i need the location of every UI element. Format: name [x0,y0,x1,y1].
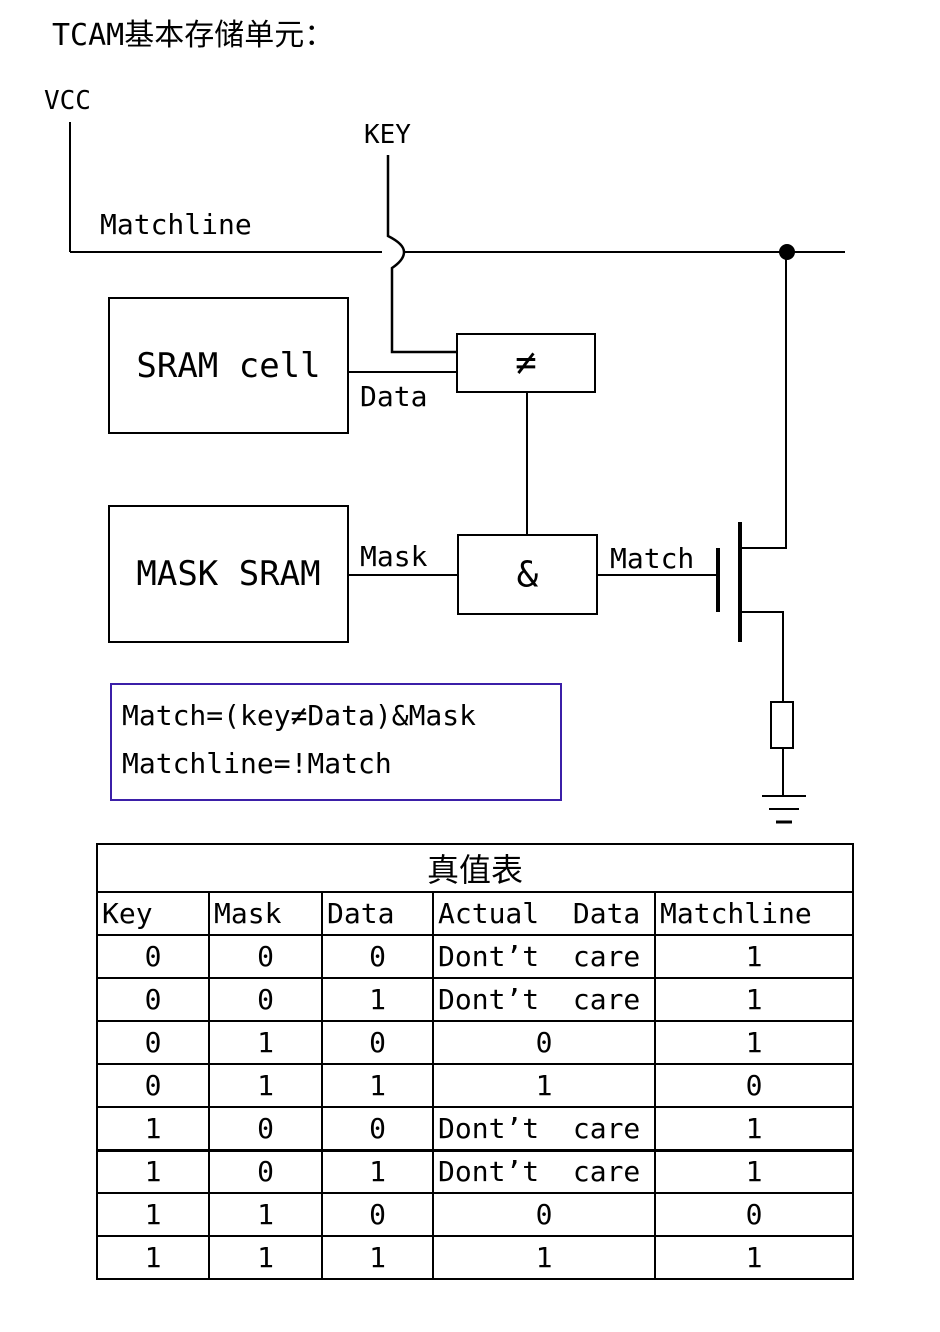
drain-wire [740,252,787,549]
column-header-key: Key [96,891,210,936]
table-cell: 1 [653,1148,855,1194]
table-cell: 1 [321,1063,434,1108]
table-cell: 1 [321,977,434,1022]
table-cell: 0 [208,1148,323,1194]
table-cell: 1 [321,1235,434,1280]
table-cell: 0 [653,1192,855,1237]
resistor [770,701,794,749]
sram-cell-box: SRAM cell [108,297,349,434]
formula-match: Match=(key≠Data)&Mask [122,699,477,732]
page-title: TCAM基本存储单元： [52,18,335,53]
table-cell: 0 [321,1192,434,1237]
table-cell: 0 [96,1020,210,1065]
table-cell: Dont’t care [432,934,656,979]
table-cell: 1 [653,1106,855,1151]
table-cell: 1 [208,1020,323,1065]
matchline-junction-dot [779,244,795,260]
mask-label: Mask [360,540,428,573]
column-header-mask: Mask [208,891,323,936]
source-wire [740,611,784,702]
table-cell: 0 [208,934,323,979]
vcc-label: VCC [44,86,91,116]
table-cell: 0 [96,1063,210,1108]
table-cell: Dont’t care [432,977,656,1022]
mask-sram-label: MASK SRAM [136,554,321,594]
xor-gate: ≠ [456,333,596,393]
table-cell: 1 [208,1063,323,1108]
ground-icon [762,795,806,824]
and-gate: & [457,534,598,615]
table-cell: 1 [653,1235,855,1280]
table-cell: 0 [321,1020,434,1065]
formula-box: Match=(key≠Data)&Mask Matchline=!Match [110,683,562,801]
table-cell: 0 [432,1020,656,1065]
key-label: KEY [364,120,411,150]
table-cell: 0 [321,1106,434,1151]
xor-symbol: ≠ [515,342,537,384]
table-cell: 0 [321,934,434,979]
sram-cell-label: SRAM cell [136,345,321,386]
column-header-data: Data [321,891,434,936]
truth-table-title: 真值表 [95,843,855,893]
table-cell: 1 [321,1148,434,1194]
table-cell: 1 [208,1235,323,1280]
table-cell: 0 [208,977,323,1022]
table-cell: 1 [96,1148,210,1194]
table-cell: 1 [653,934,855,979]
table-cell: 0 [96,977,210,1022]
truth-table-header-row: Key Mask Data Actual Data Matchline [96,891,855,936]
table-cell: 1 [653,1020,855,1065]
circuit-diagram [69,122,845,824]
table-cell: 0 [208,1106,323,1151]
truth-table: 真值表 Key Mask Data Actual Data Matchline … [95,843,855,1280]
table-cell: 1 [208,1192,323,1237]
matchline-label: Matchline [100,208,252,241]
truth-table-caption-row: 真值表 [95,843,855,893]
table-cell: 0 [96,934,210,979]
data-label: Data [360,380,428,413]
table-cell: Dont’t care [432,1148,656,1194]
and-symbol: & [516,554,539,595]
formula-matchline: Matchline=!Match [122,747,392,780]
table-cell: 0 [653,1063,855,1108]
table-cell: 1 [96,1235,210,1280]
table-cell: 1 [432,1063,656,1108]
table-cell: 1 [653,977,855,1022]
column-header-actual-data: Actual Data [432,891,656,936]
table-cell: 0 [432,1192,656,1237]
table-cell: 1 [96,1192,210,1237]
key-wire [386,155,456,354]
table-cell: 1 [96,1106,210,1151]
mask-sram-box: MASK SRAM [108,505,349,643]
column-header-matchline: Matchline [653,891,855,936]
table-cell: 1 [432,1235,656,1280]
match-label: Match [610,542,695,575]
table-cell: Dont’t care [432,1106,656,1151]
